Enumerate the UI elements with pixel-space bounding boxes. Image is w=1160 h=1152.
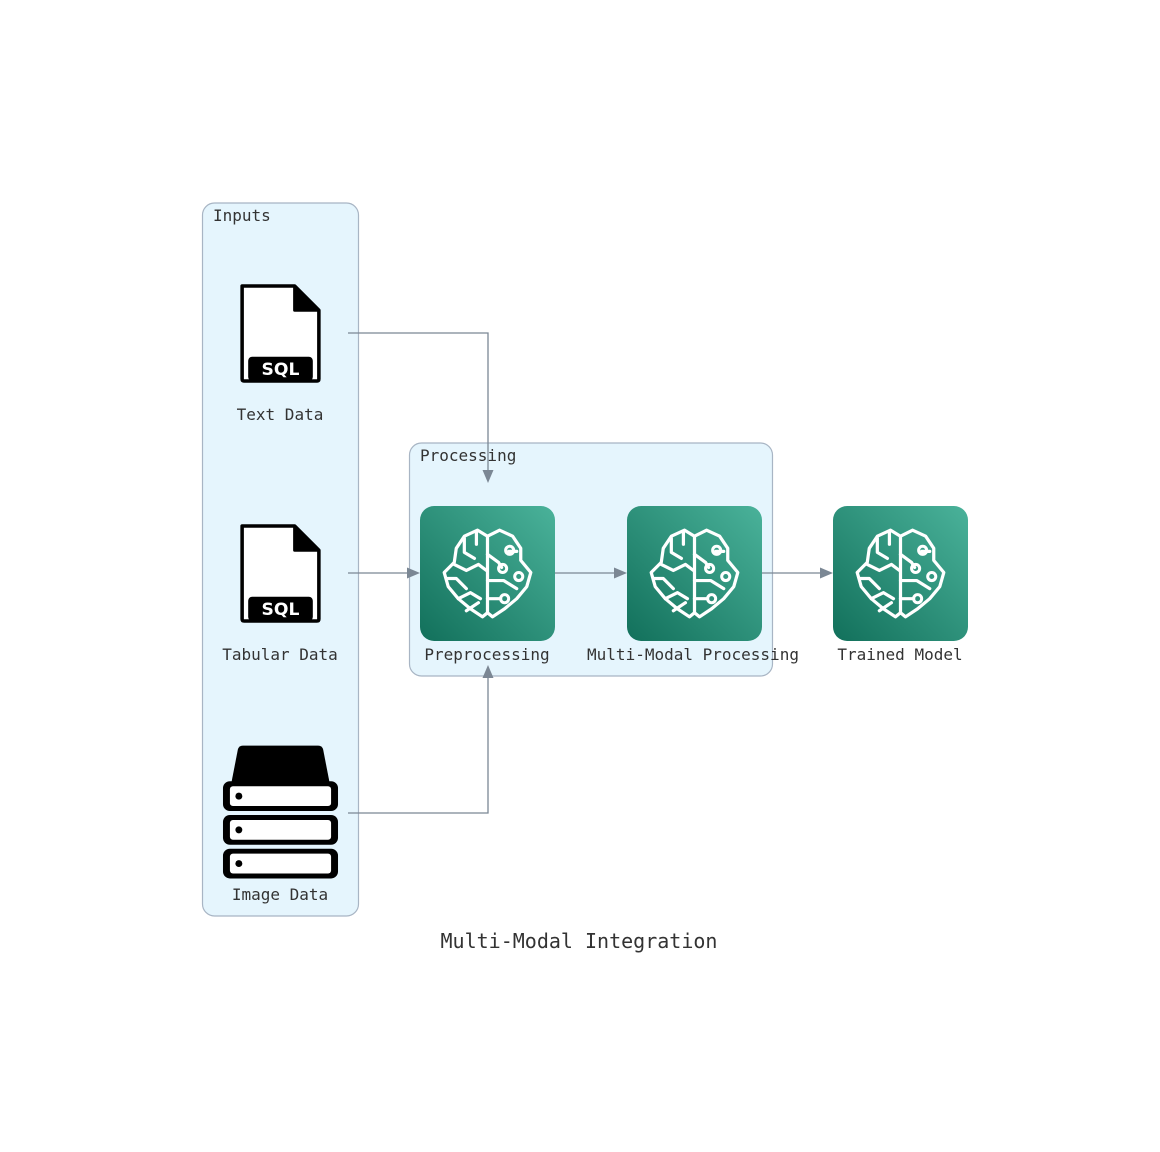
ml-brain-icon [627,506,762,641]
node-image-data[interactable]: Image Data [222,745,339,904]
ml-brain-icon [420,506,555,641]
diagram-title: Multi-Modal Integration [441,929,718,953]
ml-brain-icon [833,506,968,641]
node-text-data-label: Text Data [237,405,324,424]
sql-file-icon [240,284,321,383]
node-preprocessing-label: Preprocessing [424,645,549,664]
node-image-data-label: Image Data [232,885,328,904]
edge-text-to-preprocessing [348,332,494,483]
node-tabular-data[interactable]: Tabular Data [222,524,338,664]
node-trained-model-label: Trained Model [837,645,962,664]
node-text-data[interactable]: Text Data [237,284,324,424]
node-trained-model[interactable]: Trained Model [833,506,968,664]
edge-tabular-to-preprocessing [348,567,420,579]
node-multimodal-processing[interactable]: Multi-Modal Processing [587,506,799,664]
cluster-processing-label: Processing [420,446,516,465]
edges [348,332,833,814]
edge-preprocessing-to-multimodal [555,567,627,579]
cluster-inputs-label: Inputs [213,206,271,225]
edge-image-to-preprocessing [348,665,494,814]
node-preprocessing[interactable]: Preprocessing [420,506,555,664]
node-multimodal-label: Multi-Modal Processing [587,645,799,664]
node-tabular-data-label: Tabular Data [222,645,338,664]
edge-multimodal-to-trained-model [762,567,833,579]
sql-file-icon [240,524,321,623]
